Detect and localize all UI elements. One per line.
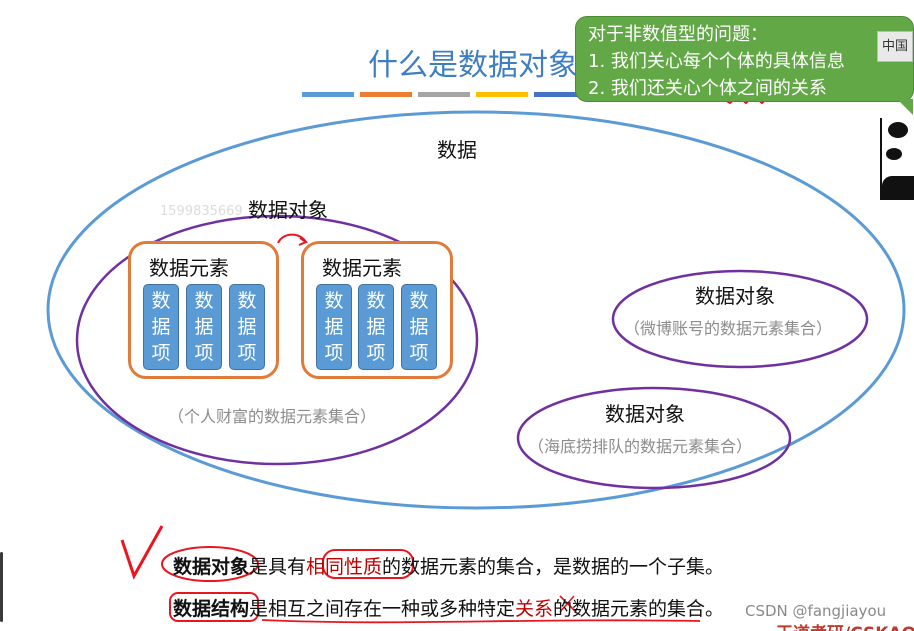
ink-squiggle-callout [719, 94, 771, 105]
data-element-box: 数据元素 数 据 项 数 据 项 数 据 项 [301, 241, 453, 379]
title-bar [476, 92, 528, 97]
note-weibo: （微博账号的数据元素集合） [624, 319, 833, 338]
label-data: 数据 [437, 138, 477, 162]
definition1-part-c: 的数据元素的集合，是数据的一个子集。 [382, 556, 725, 578]
callout-line-2: 1. 我们关心每个个体的具体信息 [588, 51, 845, 72]
data-item-label: 数 据 项 [366, 290, 386, 364]
footer-brand: 王道考研/CSKAO [776, 619, 914, 631]
ink-box-term2 [169, 592, 259, 622]
panda-mascot-icon [880, 118, 914, 200]
callout-line-3: 2. 我们还关心个体之间的关系 [588, 78, 827, 99]
term-data-structure: 数据结构 [173, 598, 250, 620]
callout-note: 对于非数值型的问题： 1. 我们关心每个个体的具体信息 2. 我们还关心个体之间… [575, 16, 914, 115]
definition-data-object: 数据对象是具有相同性质的数据元素的集合，是数据的一个子集。 [173, 552, 724, 579]
callout-line-1: 对于非数值型的问题： [588, 24, 768, 45]
data-element-title: 数据元素 [322, 256, 402, 280]
data-item-label: 数 据 项 [409, 290, 429, 364]
definition1-part-a: 是具有 [249, 556, 307, 578]
panda-ear [888, 122, 908, 138]
panda-body [882, 176, 914, 200]
data-item: 数 据 项 [143, 284, 179, 370]
left-edge-handle [0, 552, 3, 622]
data-item-label: 数 据 项 [194, 290, 214, 364]
data-item-label: 数 据 项 [324, 290, 344, 364]
data-item-label: 数 据 项 [151, 290, 171, 364]
slide-title: 什么是数据对象 [368, 48, 578, 83]
object-ellipse-haidilao [516, 386, 792, 490]
label-data-object-weibo: 数据对象 [695, 284, 775, 308]
definition2-highlight: 关系 [515, 598, 554, 620]
title-underline-bars [302, 92, 586, 97]
callout-tail [897, 99, 913, 115]
data-element-box: 数据元素 数 据 项 数 据 项 数 据 项 [128, 241, 279, 379]
ink-underline-definition2 [261, 619, 701, 624]
logo-tag: 中国 [876, 31, 913, 62]
title-bar [534, 92, 586, 97]
title-bar [360, 92, 412, 97]
watermark-number: 1599835669 [160, 204, 243, 219]
object-ellipse-wealth [75, 214, 479, 466]
relation-arrowhead-mark [298, 237, 309, 246]
panda-eye-patch [886, 148, 902, 160]
data-item: 数 据 项 [358, 284, 394, 370]
ink-cross-mark [559, 595, 577, 613]
label-data-object-wealth: 数据对象 [248, 198, 328, 222]
definition-data-structure: 数据结构是相互之间存在一种或多种特定关系的数据元素的集合。 [173, 594, 724, 621]
object-ellipse-weibo [611, 269, 869, 369]
csdn-watermark: CSDN @fangjiayou [745, 602, 887, 620]
data-element-title: 数据元素 [149, 256, 229, 280]
note-wealth: （个人财富的数据元素集合） [168, 407, 377, 426]
data-item: 数 据 项 [401, 284, 437, 370]
definition1-highlight: 相同性质 [306, 556, 383, 578]
data-item: 数 据 项 [316, 284, 352, 370]
title-bar [302, 92, 354, 97]
term-data-object: 数据对象 [173, 556, 250, 578]
ink-check-mark [120, 525, 164, 580]
definition2-part-c: 的数据元素的集合。 [553, 598, 725, 620]
data-item-label: 数 据 项 [237, 290, 257, 364]
data-item: 数 据 项 [229, 284, 265, 370]
ink-circle-same-nature [322, 549, 414, 579]
note-haidilao: （海底捞排队的数据元素集合） [528, 437, 753, 456]
title-bar [418, 92, 470, 97]
data-ellipse [46, 110, 906, 510]
label-data-object-haidilao: 数据对象 [605, 402, 685, 426]
definition2-part-a: 是相互之间存在一种或多种特定 [249, 598, 516, 620]
data-item: 数 据 项 [186, 284, 222, 370]
ink-circle-term1 [161, 546, 259, 582]
